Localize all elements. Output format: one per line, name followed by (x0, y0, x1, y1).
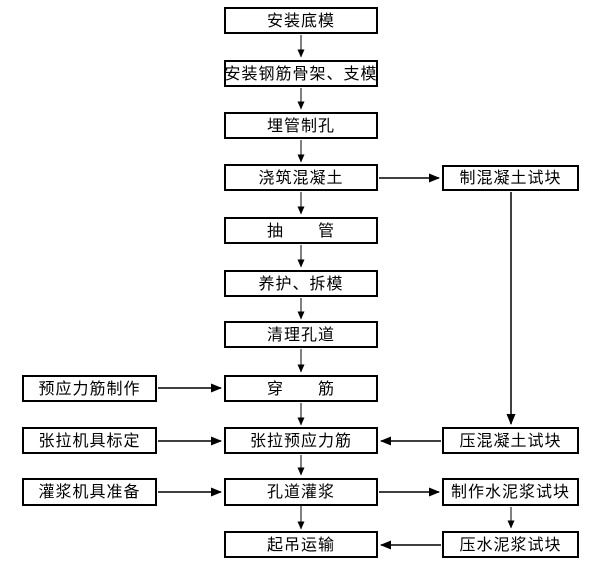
node-make-cement-grout-cube: 制作水泥浆试块 (442, 478, 579, 506)
node-tension-tendons: 张拉预应力筋 (224, 427, 378, 454)
node-extract-pipe: 抽 管 (224, 217, 378, 244)
node-press-cement-grout-cube: 压水泥浆试块 (442, 531, 579, 558)
node-embed-pipe-make-holes: 埋管制孔 (224, 112, 378, 139)
node-pour-concrete: 浇筑混凝土 (224, 164, 378, 191)
node-thread-tendons: 穿 筋 (224, 375, 378, 402)
node-tendon-fabrication: 预应力筋制作 (22, 375, 157, 402)
node-jack-calibration: 张拉机具标定 (22, 427, 157, 454)
node-duct-grouting: 孔道灌浆 (224, 478, 378, 506)
node-clean-duct: 清理孔道 (224, 321, 378, 348)
node-lift-transport: 起吊运输 (224, 531, 378, 558)
node-install-bottom-formwork: 安装底模 (224, 7, 378, 34)
node-curing-demolding: 养护、拆模 (224, 270, 378, 297)
node-make-concrete-test-cube: 制混凝土试块 (442, 165, 579, 191)
node-install-rebar-cage-formwork: 安装钢筋骨架、支模 (224, 60, 378, 87)
node-grout-equipment-prep: 灌浆机具准备 (22, 478, 157, 506)
node-press-concrete-test-cube: 压混凝土试块 (442, 427, 579, 454)
